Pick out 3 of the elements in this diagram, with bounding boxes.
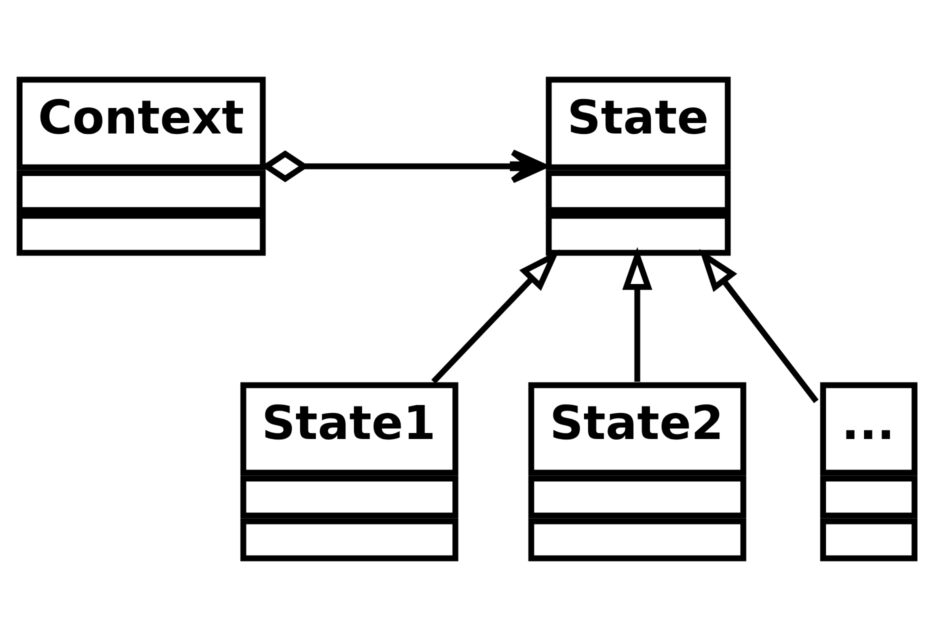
arrow — [699, 248, 819, 403]
arrow — [431, 248, 560, 384]
arrow — [622, 246, 652, 382]
